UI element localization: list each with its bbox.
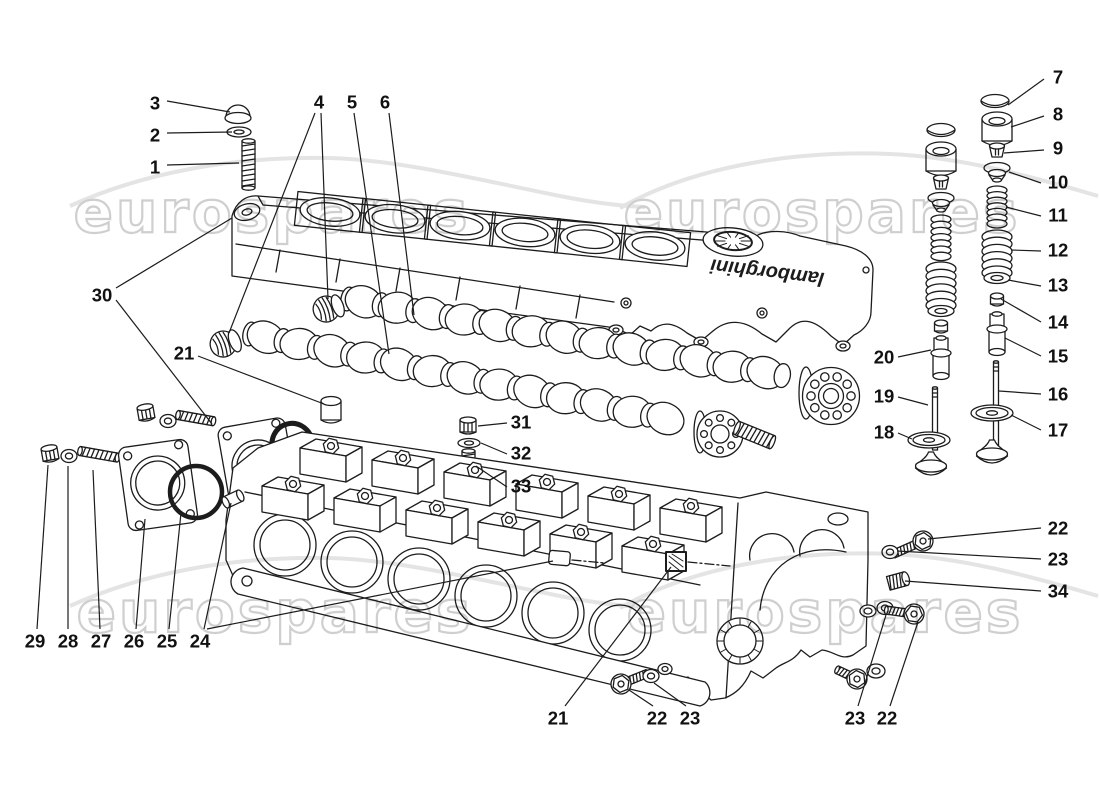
leader-line (564, 566, 672, 707)
leader-line (135, 518, 146, 630)
callout-5-4: 5 (347, 92, 357, 113)
leader-line (115, 217, 233, 289)
leader-line (1007, 78, 1045, 106)
leader-line (1010, 115, 1045, 128)
camshafts (242, 284, 792, 436)
callout-6-5: 6 (380, 92, 390, 113)
callout-19-18: 19 (874, 386, 895, 407)
leader-line (166, 100, 231, 113)
leader-line (897, 396, 929, 406)
callout-4-3: 4 (314, 92, 325, 113)
leader-line (480, 442, 508, 455)
leader-line (653, 682, 687, 707)
leader-line (628, 689, 654, 707)
camshaft-plugs (209, 294, 345, 358)
callout-31-22: 31 (511, 412, 532, 433)
leader-line (1003, 149, 1045, 154)
leader-line (889, 621, 919, 707)
dowel-24 (221, 489, 245, 509)
leader-line (897, 432, 913, 440)
callout-22-34: 22 (1048, 518, 1069, 539)
callout-23-33: 23 (680, 708, 701, 729)
leader-line (206, 560, 554, 630)
callout-1-2: 1 (150, 157, 160, 178)
leader-line (115, 299, 213, 425)
callout-13-12: 13 (1048, 275, 1069, 296)
callout-7-6: 7 (1053, 67, 1063, 88)
callout-12-11: 12 (1048, 240, 1069, 261)
leader-line (1010, 249, 1042, 252)
callout-18-19: 18 (874, 422, 895, 443)
leader-line (1000, 298, 1042, 323)
leader-line (477, 422, 508, 427)
callout-26-28: 26 (124, 631, 145, 652)
camshaft-flanges (693, 366, 861, 458)
leader-line (320, 112, 329, 300)
cover-plate-hardware (40, 403, 217, 464)
callout-16-15: 16 (1048, 384, 1069, 405)
leader-line (1007, 279, 1042, 287)
leader-line (197, 355, 325, 405)
callout-17-16: 17 (1048, 420, 1069, 441)
leader-line (857, 614, 887, 707)
callout-23-37: 23 (845, 708, 866, 729)
callout-20-17: 20 (874, 347, 895, 368)
leader-line (203, 502, 232, 630)
leader-line (1010, 414, 1042, 431)
callout-21-31: 21 (548, 708, 569, 729)
callout-10-9: 10 (1048, 172, 1069, 193)
callout-21-21: 21 (174, 343, 195, 364)
leader-line (353, 112, 390, 355)
callout-23-35: 23 (1048, 549, 1069, 570)
callout-3-0: 3 (150, 93, 160, 114)
leader-line (36, 464, 49, 630)
callout-2-1: 2 (150, 125, 160, 146)
leader-line (927, 527, 1042, 540)
callout-28-26: 28 (58, 631, 79, 652)
callout-32-23: 32 (511, 443, 532, 464)
leader-line (166, 162, 240, 166)
leader-line (166, 131, 233, 134)
leader-line (1008, 171, 1042, 184)
callout-14-13: 14 (1048, 312, 1069, 333)
callout-29-25: 29 (25, 631, 46, 652)
callout-30-20: 30 (92, 285, 113, 306)
callout-25-29: 25 (157, 631, 178, 652)
leader-line (388, 112, 415, 316)
leader-line (896, 550, 1042, 560)
callout-24-30: 24 (190, 631, 211, 652)
callout-34-36: 34 (1048, 581, 1069, 602)
callout-27-27: 27 (91, 631, 112, 652)
leader-line (475, 465, 508, 488)
callout-33-24: 33 (511, 476, 532, 497)
callout-11-10: 11 (1048, 205, 1068, 226)
leader-line (168, 512, 182, 630)
leader-line (904, 580, 1042, 592)
leader-line (228, 112, 316, 334)
leader-line (92, 469, 101, 630)
callout-22-38: 22 (877, 708, 898, 729)
o-ring-25 (167, 463, 225, 521)
callout-22-32: 22 (647, 708, 668, 729)
leader-line (897, 349, 932, 358)
leader-line (998, 390, 1042, 395)
callout-8-7: 8 (1053, 104, 1063, 125)
leader-line (1005, 206, 1042, 217)
dowel-21 (320, 395, 342, 424)
callout-9-8: 9 (1053, 138, 1063, 159)
leader-line (1004, 337, 1042, 357)
callout-15-14: 15 (1048, 346, 1069, 367)
